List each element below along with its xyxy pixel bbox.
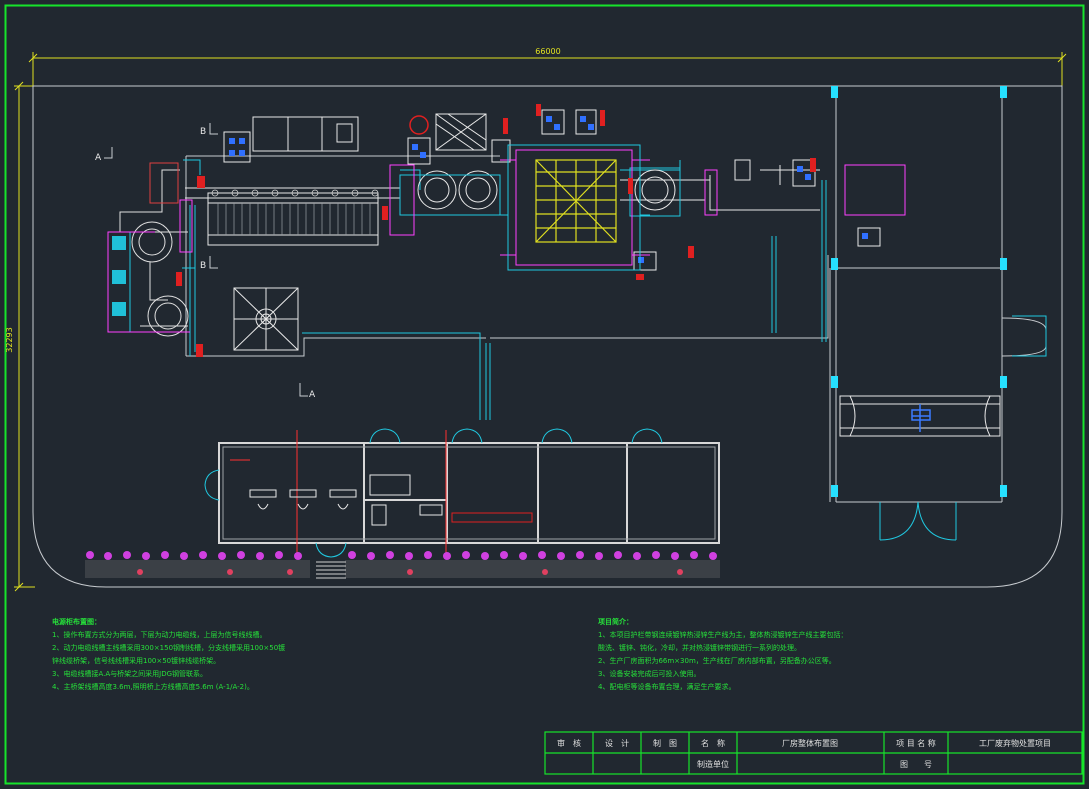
office-doors <box>204 428 663 558</box>
height-dimension-label: 32293 <box>5 327 14 352</box>
width-dimension <box>28 52 1067 88</box>
section-mark-b2: B <box>200 261 206 271</box>
office-block <box>218 442 720 544</box>
office-inner-walls <box>222 446 716 540</box>
notes-right-line: 酸洗、镀锌、钝化，冷却，并对热浸镀锌带钢进行一系列的处理。 <box>598 644 801 652</box>
title-block-text: 审 核 设 计 制 图 名 称 制造单位 厂房整体布置图 项 目 名 称 工厂废… <box>557 738 1051 769</box>
width-dimension-label: 66000 <box>535 47 560 56</box>
notes-right: 项目简介： 1、本项目护栏带钢连续镀锌热浸锌生产线为主，整体热浸镀锌生产线主要包… <box>598 616 847 694</box>
title-project-name-label: 项 目 名 称 <box>896 738 936 748</box>
section-mark-b1: B <box>200 127 206 137</box>
title-audit: 审 核 <box>557 738 581 748</box>
title-unit: 制造单位 <box>697 759 729 769</box>
notes-right-line: 3、设备安装完成后可投入使用。 <box>598 670 701 678</box>
notes-left-line: 锌线缆桥架，信号线线槽采用100×50镀锌线缆桥架。 <box>52 657 221 665</box>
height-dimension <box>14 81 35 592</box>
scrubber-unit <box>233 287 299 351</box>
notes-right-line: 2、生产厂房面积为66m×30m，生产线在厂房内部布置，另配备办公区等。 <box>598 657 836 665</box>
notes-left-line: 3、电缆线槽接A.A与桥架之间采用JDG钢管联系。 <box>52 670 208 678</box>
locker-row <box>451 512 533 523</box>
entrance-steps <box>316 561 346 579</box>
title-drawing-title: 厂房整体布置图 <box>782 738 838 748</box>
central-furnace <box>535 159 617 243</box>
section-mark-a2: A <box>309 390 316 400</box>
section-mark-a1: A <box>95 153 102 163</box>
cable-tray-main <box>182 159 827 420</box>
title-drawing-no-label: 图 号 <box>900 760 932 769</box>
notes-right-line: 1、本项目护栏带钢连续镀锌热浸锌生产线为主，整体热浸镀锌生产线主要包括： <box>598 631 848 639</box>
title-design: 设 计 <box>605 738 629 748</box>
pump-stations <box>223 109 881 271</box>
office-red-doorlines <box>230 430 447 558</box>
title-project-name: 工厂废弃物处置项目 <box>979 738 1051 748</box>
right-hall-marker <box>911 404 931 432</box>
section-marks <box>104 123 308 397</box>
notes-right-line: 4、配电柜等设备布置合理，满足生产要求。 <box>598 683 736 691</box>
notes-left-line: 1、操作布置方式分为两层，下层为动力电缆线，上层为信号线线槽。 <box>52 631 267 639</box>
process-rail <box>185 159 820 211</box>
magenta-enclosures <box>107 164 906 333</box>
central-furnace-cyan <box>500 144 650 271</box>
upper-tanks <box>252 116 359 152</box>
notes-left-line: 2、动力电缆线槽主线槽采用300×150钢制线槽，分支线槽采用100×50镀 <box>52 644 286 652</box>
title-block <box>544 731 1083 775</box>
office-furniture <box>249 474 443 526</box>
rail-rollers <box>211 189 379 197</box>
building-outline <box>185 86 1047 503</box>
tank-with-hatching <box>435 113 487 151</box>
title-name: 名 称 <box>701 738 725 748</box>
notes-left-heading: 电源柜布置图： <box>52 618 101 626</box>
red-warning-markers <box>176 104 816 357</box>
accumulator <box>207 192 379 246</box>
pump-blue-blocks <box>229 116 868 263</box>
notes-right-heading: 项目简介： <box>598 618 633 626</box>
right-hall-door <box>879 315 1047 541</box>
notes-left-line: 4、主桥架线槽高度3.6m,照明桥上方线槽高度5.6m (A-1/A-2)。 <box>52 683 254 691</box>
central-furnace-outline <box>500 149 650 266</box>
notes-left: 电源柜布置图： 1、操作布置方式分为两层，下层为动力电缆线，上层为信号线线槽。 … <box>52 616 285 694</box>
red-circle-tank <box>409 115 429 135</box>
planting-strip <box>85 551 720 578</box>
title-draw: 制 图 <box>653 738 677 748</box>
uncoiler-cyan-blocks <box>112 236 126 316</box>
site-boundary <box>32 85 1063 588</box>
outer-frame <box>4 4 1085 785</box>
galvanizing-rolls <box>399 167 681 217</box>
accumulator-lines <box>217 203 371 235</box>
right-hall-windows <box>831 86 1007 497</box>
